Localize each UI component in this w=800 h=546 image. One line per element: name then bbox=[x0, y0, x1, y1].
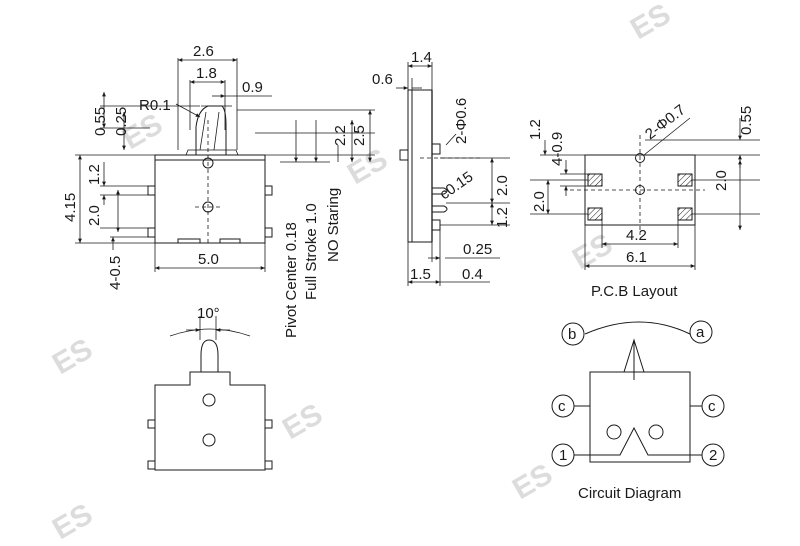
terminal-2 bbox=[701, 443, 725, 467]
switch-body-actuated bbox=[154, 371, 266, 471]
switch-body-outline bbox=[154, 154, 266, 244]
terminal-2-label: 2 bbox=[709, 447, 717, 464]
dim-2-0-pcb-left: 2.0 bbox=[531, 191, 548, 212]
dim-2-2: 2.2 bbox=[332, 125, 349, 146]
label-pivot-center: Pivot Center 0.18 bbox=[283, 222, 300, 338]
terminal-c-left-label: c bbox=[558, 398, 566, 415]
pcb-layout-title: P.C.B Layout bbox=[591, 283, 678, 300]
terminal-1-label: 1 bbox=[559, 447, 567, 464]
watermark-text: ES bbox=[625, 0, 676, 46]
dim-0-55: 0.55 bbox=[92, 107, 109, 136]
dim-1-2-side: 1.2 bbox=[494, 207, 511, 228]
pcb-pad bbox=[587, 173, 603, 187]
dim-c-0-15: c0.15 bbox=[437, 168, 477, 203]
dim-0-25: 0.25 bbox=[113, 107, 130, 136]
side-view: 1.4 0.6 2-Φ0.6 c0.15 2.0 1.2 0.25 1.5 0.… bbox=[372, 49, 511, 286]
actuator-lever-actuated bbox=[200, 339, 219, 372]
dim-1-4: 1.4 bbox=[411, 49, 432, 66]
dim-6-1: 6.1 bbox=[626, 249, 647, 266]
pcb-layout: 1.2 4-0.9 2.0 2-Φ0.7 0.55 2.0 4.2 6.1 P.… bbox=[527, 101, 760, 300]
circuit-diagram-title: Circuit Diagram bbox=[578, 485, 681, 502]
terminal-c-right bbox=[701, 394, 725, 418]
dim-2-0-pcb-right: 2.0 bbox=[713, 170, 730, 191]
dim-0-55-pcb: 0.55 bbox=[738, 106, 755, 135]
front-view: 2.6 1.8 0.9 R0.1 0.55 0.25 4.15 1.2 2.0 … bbox=[62, 43, 375, 338]
pcb-pad bbox=[677, 173, 693, 187]
dim-2-6: 2.6 bbox=[193, 43, 214, 60]
dim-r-0-1: R0.1 bbox=[139, 97, 171, 114]
watermark-text: ES bbox=[277, 397, 328, 446]
dim-4-15: 4.15 bbox=[62, 193, 79, 222]
dim-phi-0-7: 2-Φ0.7 bbox=[642, 101, 689, 143]
dim-5-0: 5.0 bbox=[198, 251, 219, 268]
label-no-staring: NO Staring bbox=[325, 188, 342, 262]
label-full-stroke: Full Stroke 1.0 bbox=[303, 203, 320, 300]
actuated-view: 10° bbox=[147, 305, 273, 471]
terminal-b-label: b bbox=[568, 326, 576, 343]
dim-1-2: 1.2 bbox=[86, 164, 103, 185]
watermarks: ES ES ES ES ES ES ES ES bbox=[47, 0, 676, 546]
dim-0-6: 0.6 bbox=[372, 71, 393, 88]
terminal-b bbox=[561, 322, 585, 346]
dim-phi-0-6: 2-Φ0.6 bbox=[453, 98, 470, 144]
angle-label: 10° bbox=[197, 305, 220, 322]
watermark-text: ES bbox=[507, 457, 558, 506]
dim-1-2-pcb: 1.2 bbox=[527, 119, 544, 140]
watermark-text: ES bbox=[567, 227, 618, 276]
dim-0-25-side: 0.25 bbox=[463, 241, 492, 258]
terminal-c-left bbox=[551, 394, 575, 418]
dim-2-5: 2.5 bbox=[351, 125, 368, 146]
dim-4-2: 4.2 bbox=[626, 227, 647, 244]
terminal-a bbox=[689, 320, 713, 344]
pcb-pad bbox=[587, 207, 603, 221]
dim-2-0-front: 2.0 bbox=[86, 205, 103, 226]
dim-1-5-side: 1.5 bbox=[410, 266, 431, 283]
dim-1-8: 1.8 bbox=[196, 65, 217, 82]
dim-4-0-5: 4-0.5 bbox=[107, 256, 124, 290]
pcb-pad bbox=[677, 207, 693, 221]
watermark-text: ES bbox=[342, 142, 393, 191]
terminal-1 bbox=[551, 443, 575, 467]
dim-4-0-9: 4-0.9 bbox=[549, 132, 566, 166]
watermark-text: ES bbox=[47, 332, 98, 381]
circuit-diagram: b a c c 1 2 Circuit Diagram bbox=[551, 320, 725, 502]
dim-0-4-side: 0.4 bbox=[462, 266, 483, 283]
watermark-text: ES bbox=[47, 497, 98, 546]
circuit-body bbox=[589, 371, 691, 463]
dim-2-0-side: 2.0 bbox=[494, 175, 511, 196]
terminal-a-label: a bbox=[696, 324, 705, 341]
dim-0-9: 0.9 bbox=[242, 79, 263, 96]
terminal-c-right-label: c bbox=[708, 398, 716, 415]
